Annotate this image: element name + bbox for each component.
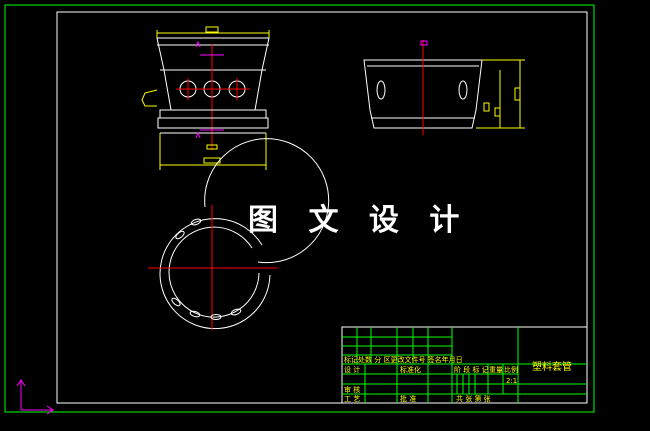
- process-label: 工 艺: [344, 395, 360, 403]
- outer-border: [4, 4, 595, 413]
- inner-border: [56, 11, 588, 404]
- design-label: 设 计: [344, 365, 360, 374]
- weight-label: 重量: [489, 366, 503, 374]
- stage-label: 阶 段 标 记: [454, 365, 489, 374]
- top-view-ring: [148, 138, 330, 330]
- ucs-axis-icon: [16, 379, 54, 415]
- approve-label: 批 准: [400, 394, 416, 403]
- scale-label: 比例: [504, 365, 518, 374]
- review-label: 审 核: [344, 385, 360, 394]
- scale-value: 2:1: [506, 377, 517, 385]
- revision-row-label: 标记处数 分 区更改文件号 签名年月日: [344, 355, 463, 364]
- title-block: 塑料套管 标记处数 分 区更改文件号 签名年月日 设 计 标准化 审 核 工 艺…: [341, 326, 588, 404]
- side-section-view: [363, 40, 525, 135]
- front-view: [141, 26, 270, 170]
- standard-label: 标准化: [400, 365, 421, 374]
- sheets-label: 共 张 第 张: [456, 394, 491, 403]
- drawing-title: 塑料套管: [532, 360, 572, 373]
- sheet-borders: [4, 4, 595, 413]
- watermark-text: 图 文 设 计: [248, 203, 469, 238]
